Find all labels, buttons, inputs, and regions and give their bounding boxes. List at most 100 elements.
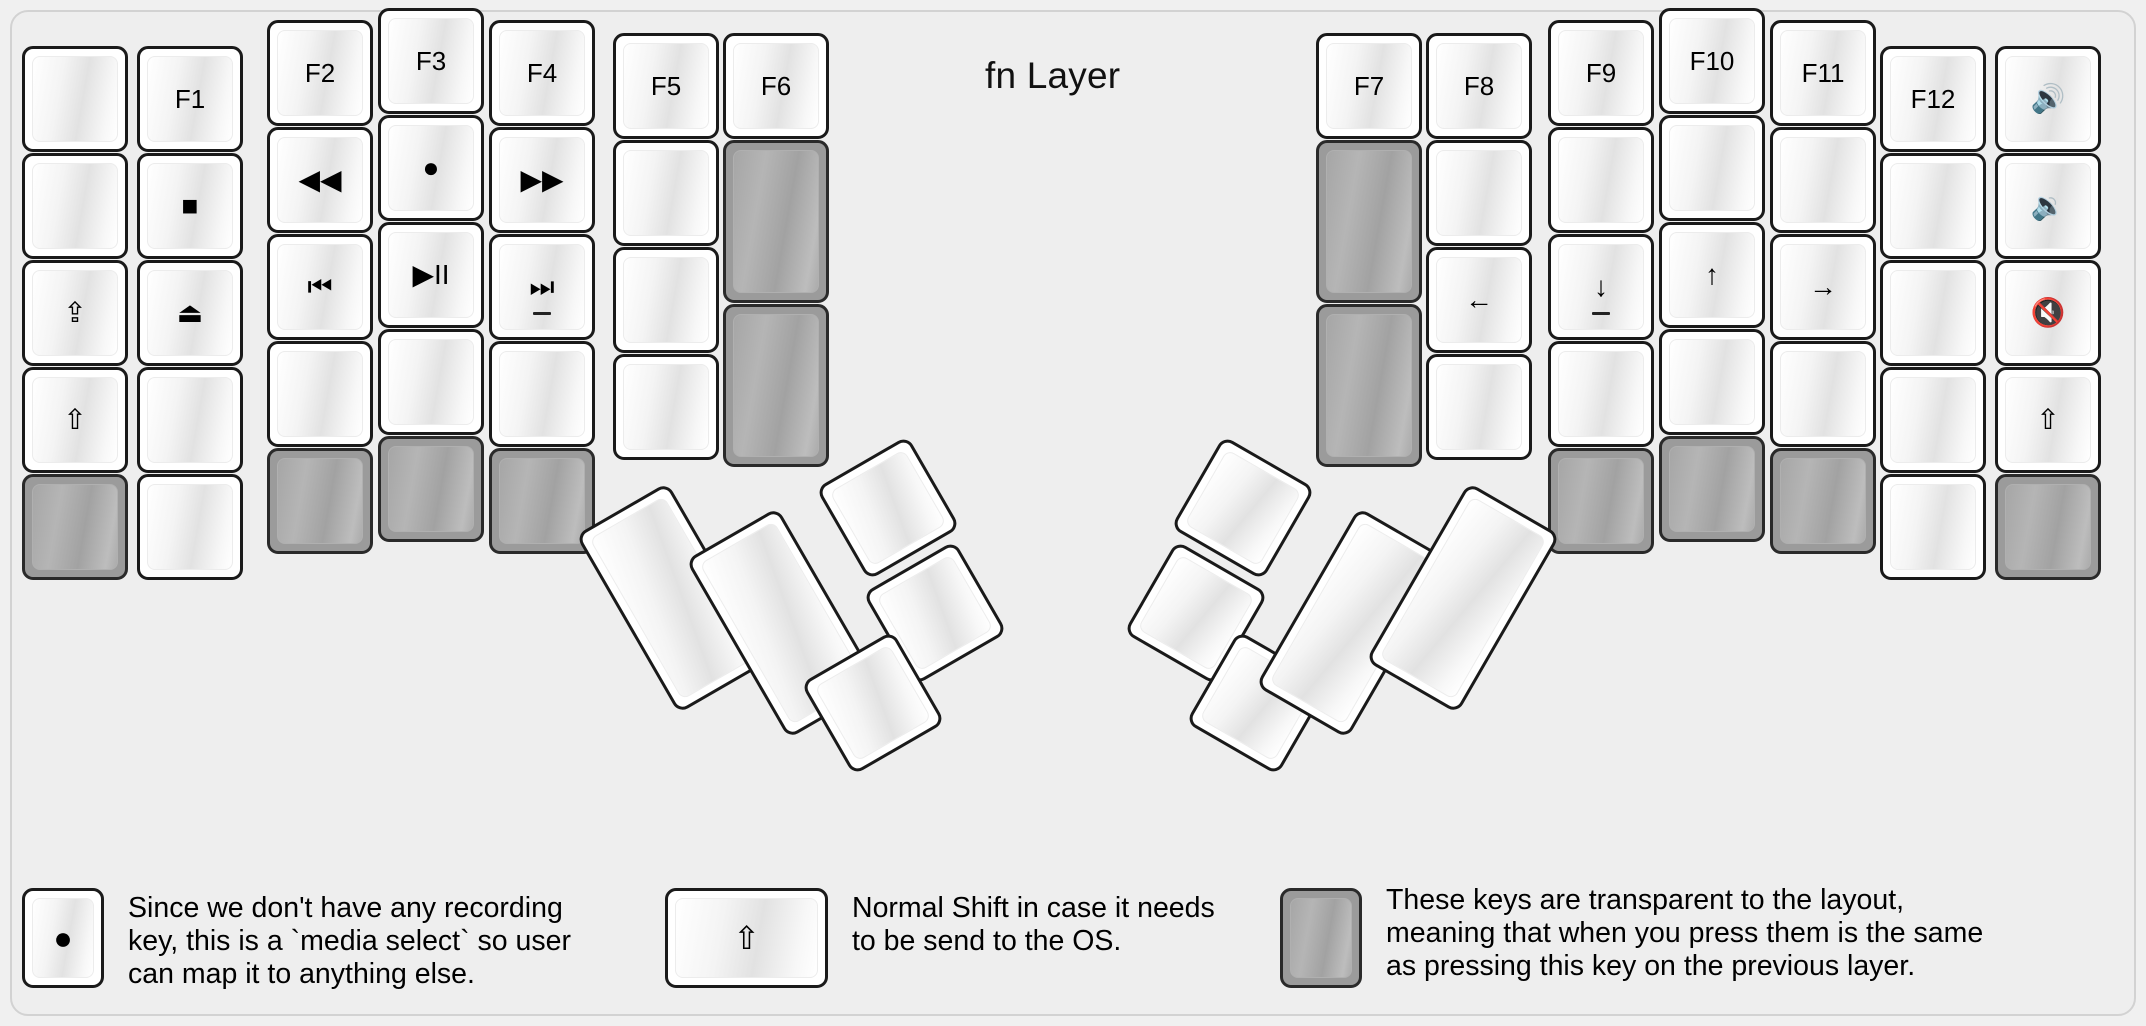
right-key-pinky-outer-4[interactable] — [1995, 474, 2101, 580]
keycap — [388, 446, 474, 532]
left-key-index-inner-1[interactable] — [613, 140, 719, 246]
legend: ● Since we don't have any recording key,… — [0, 880, 2146, 1026]
right-key-pinky-outer-0[interactable]: 🔊 — [1995, 46, 2101, 152]
keycap: ↓ — [1558, 244, 1644, 330]
page-title: fn Layer — [985, 55, 1121, 96]
left-key-index-2[interactable]: ⏭ — [489, 234, 595, 340]
right-key-inner-extra-1[interactable] — [1316, 140, 1422, 303]
right-key-pinky-outer-2[interactable]: 🔇 — [1995, 260, 2101, 366]
left-key-pinky-3[interactable] — [137, 367, 243, 473]
keycap — [1436, 150, 1522, 236]
left-key-inner-extra-0[interactable]: F6 — [723, 33, 829, 139]
right-key-pinky-1[interactable] — [1880, 153, 1986, 259]
left-key-pinky-1[interactable]: ■ — [137, 153, 243, 259]
right-key-inner-extra-2[interactable] — [1316, 304, 1422, 467]
right-key-inner-extra-0[interactable]: F7 — [1316, 33, 1422, 139]
keycap: F8 — [1436, 43, 1522, 129]
left-key-middle-0[interactable]: F3 — [378, 8, 484, 114]
keycap: F4 — [499, 30, 585, 116]
right-key-index-4[interactable] — [1548, 448, 1654, 554]
left-key-index-inner-0[interactable]: F5 — [613, 33, 719, 139]
keycap: F12 — [1890, 56, 1976, 142]
right-key-index-2[interactable]: ↓ — [1548, 234, 1654, 340]
right-key-ring-3[interactable] — [1770, 341, 1876, 447]
left-key-index-0[interactable]: F4 — [489, 20, 595, 126]
keycap: ⇧ — [32, 377, 118, 463]
right-key-ring-2[interactable]: → — [1770, 234, 1876, 340]
right-key-index-0[interactable]: F9 — [1548, 20, 1654, 126]
right-key-ring-0[interactable]: F11 — [1770, 20, 1876, 126]
keycap: F10 — [1669, 18, 1755, 104]
keycap — [147, 484, 233, 570]
left-key-pinky-2[interactable]: ⏏ — [137, 260, 243, 366]
right-key-middle-2[interactable]: ↑ — [1659, 222, 1765, 328]
left-key-middle-1[interactable]: ● — [378, 115, 484, 221]
right-key-index-inner-2[interactable]: ← — [1426, 247, 1532, 353]
left-key-index-inner-3[interactable] — [613, 354, 719, 460]
right-key-index-1[interactable] — [1548, 127, 1654, 233]
left-key-pinky-outer-2[interactable]: ⇪ — [22, 260, 128, 366]
left-key-pinky-outer-1[interactable] — [22, 153, 128, 259]
keycap — [1558, 351, 1644, 437]
left-key-index-1[interactable]: ▶▶ — [489, 127, 595, 233]
right-key-pinky-2[interactable] — [1880, 260, 1986, 366]
key-label: F3 — [415, 46, 447, 76]
left-key-index-3[interactable] — [489, 341, 595, 447]
key-label: F9 — [1585, 58, 1617, 88]
right-key-pinky-4[interactable] — [1880, 474, 1986, 580]
right-key-middle-1[interactable] — [1659, 115, 1765, 221]
right-key-pinky-0[interactable]: F12 — [1880, 46, 1986, 152]
keycap — [623, 257, 709, 343]
left-key-inner-extra-2[interactable] — [723, 304, 829, 467]
left-key-pinky-outer-0[interactable] — [22, 46, 128, 152]
right-key-ring-1[interactable] — [1770, 127, 1876, 233]
media-previous-icon: ⏮ — [307, 271, 333, 302]
left-key-middle-3[interactable] — [378, 329, 484, 435]
legend-keycap: ⇧ — [675, 898, 818, 978]
left-key-pinky-outer-3[interactable]: ⇧ — [22, 367, 128, 473]
right-key-pinky-outer-3[interactable]: ⇧ — [1995, 367, 2101, 473]
arrow-right-icon: → — [1809, 271, 1837, 302]
legend-item-transparent: These keys are transparent to the layout… — [1280, 880, 1983, 988]
right-key-ring-4[interactable] — [1770, 448, 1876, 554]
keycap — [1890, 270, 1976, 356]
media-fast-forward-icon: ▶▶ — [520, 164, 564, 195]
right-key-pinky-3[interactable] — [1880, 367, 1986, 473]
left-key-inner-extra-1[interactable] — [723, 140, 829, 303]
key-label: F12 — [1910, 84, 1956, 114]
keycap: ⇧ — [2005, 377, 2091, 463]
left-key-ring-2[interactable]: ⏮ — [267, 234, 373, 340]
media-eject-icon: ⏏ — [176, 297, 204, 328]
right-key-middle-3[interactable] — [1659, 329, 1765, 435]
keycap — [1436, 364, 1522, 450]
left-key-pinky-outer-4[interactable] — [22, 474, 128, 580]
left-key-middle-4[interactable] — [378, 436, 484, 542]
left-key-index-inner-2[interactable] — [613, 247, 719, 353]
right-key-index-3[interactable] — [1548, 341, 1654, 447]
keycap — [1780, 458, 1866, 544]
keycap — [32, 163, 118, 249]
media-rewind-icon: ◀◀ — [298, 164, 342, 195]
left-key-index-4[interactable] — [489, 448, 595, 554]
keycap — [1890, 377, 1976, 463]
left-key-pinky-0[interactable]: F1 — [137, 46, 243, 152]
left-key-ring-1[interactable]: ◀◀ — [267, 127, 373, 233]
legend-keycap: ● — [32, 898, 94, 978]
right-key-index-inner-3[interactable] — [1426, 354, 1532, 460]
keycap: 🔊 — [2005, 56, 2091, 142]
left-key-ring-3[interactable] — [267, 341, 373, 447]
right-key-index-inner-1[interactable] — [1426, 140, 1532, 246]
right-key-middle-4[interactable] — [1659, 436, 1765, 542]
media-record-icon: ● — [422, 152, 440, 183]
left-key-middle-2[interactable]: ▶II — [378, 222, 484, 328]
left-key-pinky-4[interactable] — [137, 474, 243, 580]
right-key-index-inner-0[interactable]: F8 — [1426, 33, 1532, 139]
keycap: ▶II — [388, 232, 474, 318]
left-key-ring-4[interactable] — [267, 448, 373, 554]
right-key-middle-0[interactable]: F10 — [1659, 8, 1765, 114]
key-label: F4 — [526, 58, 558, 88]
right-key-pinky-outer-1[interactable]: 🔉 — [1995, 153, 2101, 259]
keycap — [32, 484, 118, 570]
left-key-ring-0[interactable]: F2 — [267, 20, 373, 126]
